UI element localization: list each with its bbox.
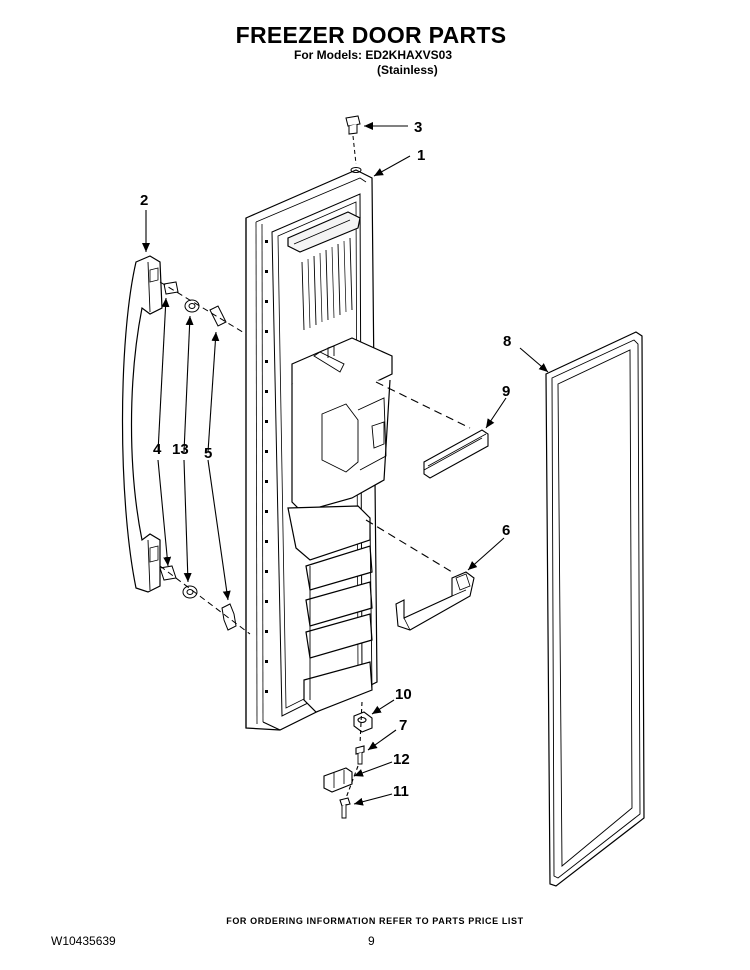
callout-12: 12 bbox=[393, 751, 410, 768]
callout-3: 3 bbox=[414, 119, 422, 136]
callout-10: 10 bbox=[395, 686, 412, 703]
callout-5: 5 bbox=[204, 445, 212, 462]
document-id: W10435639 bbox=[51, 934, 116, 948]
door-bin bbox=[365, 519, 475, 631]
top-hinge-bushing bbox=[345, 115, 361, 165]
callout-13: 13 bbox=[172, 441, 189, 458]
callout-4: 4 bbox=[153, 441, 162, 458]
callout-6: 6 bbox=[502, 522, 510, 539]
callout-11: 11 bbox=[393, 783, 409, 800]
variant-label: (Stainless) bbox=[377, 63, 438, 77]
bottom-hinge-assembly bbox=[323, 701, 373, 819]
callout-2: 2 bbox=[140, 192, 148, 209]
callout-9: 9 bbox=[502, 383, 510, 400]
callout-leaders bbox=[142, 122, 549, 806]
door-gasket bbox=[545, 331, 645, 887]
callout-7: 7 bbox=[399, 717, 407, 734]
door-handle bbox=[121, 255, 163, 593]
callout-1: 1 bbox=[417, 147, 425, 164]
page-title: FREEZER DOOR PARTS bbox=[235, 22, 507, 48]
dispenser-trim-rail bbox=[375, 381, 489, 479]
freezer-door-panel bbox=[245, 167, 393, 731]
page-number: 9 bbox=[368, 934, 375, 948]
models-line: For Models: ED2KHAXVS03 bbox=[294, 48, 453, 62]
handle-mount-hardware-upper bbox=[159, 281, 247, 335]
ordering-note: FOR ORDERING INFORMATION REFER TO PARTS … bbox=[226, 916, 524, 926]
callout-8: 8 bbox=[503, 333, 511, 350]
handle-mount-hardware-lower bbox=[159, 565, 251, 635]
